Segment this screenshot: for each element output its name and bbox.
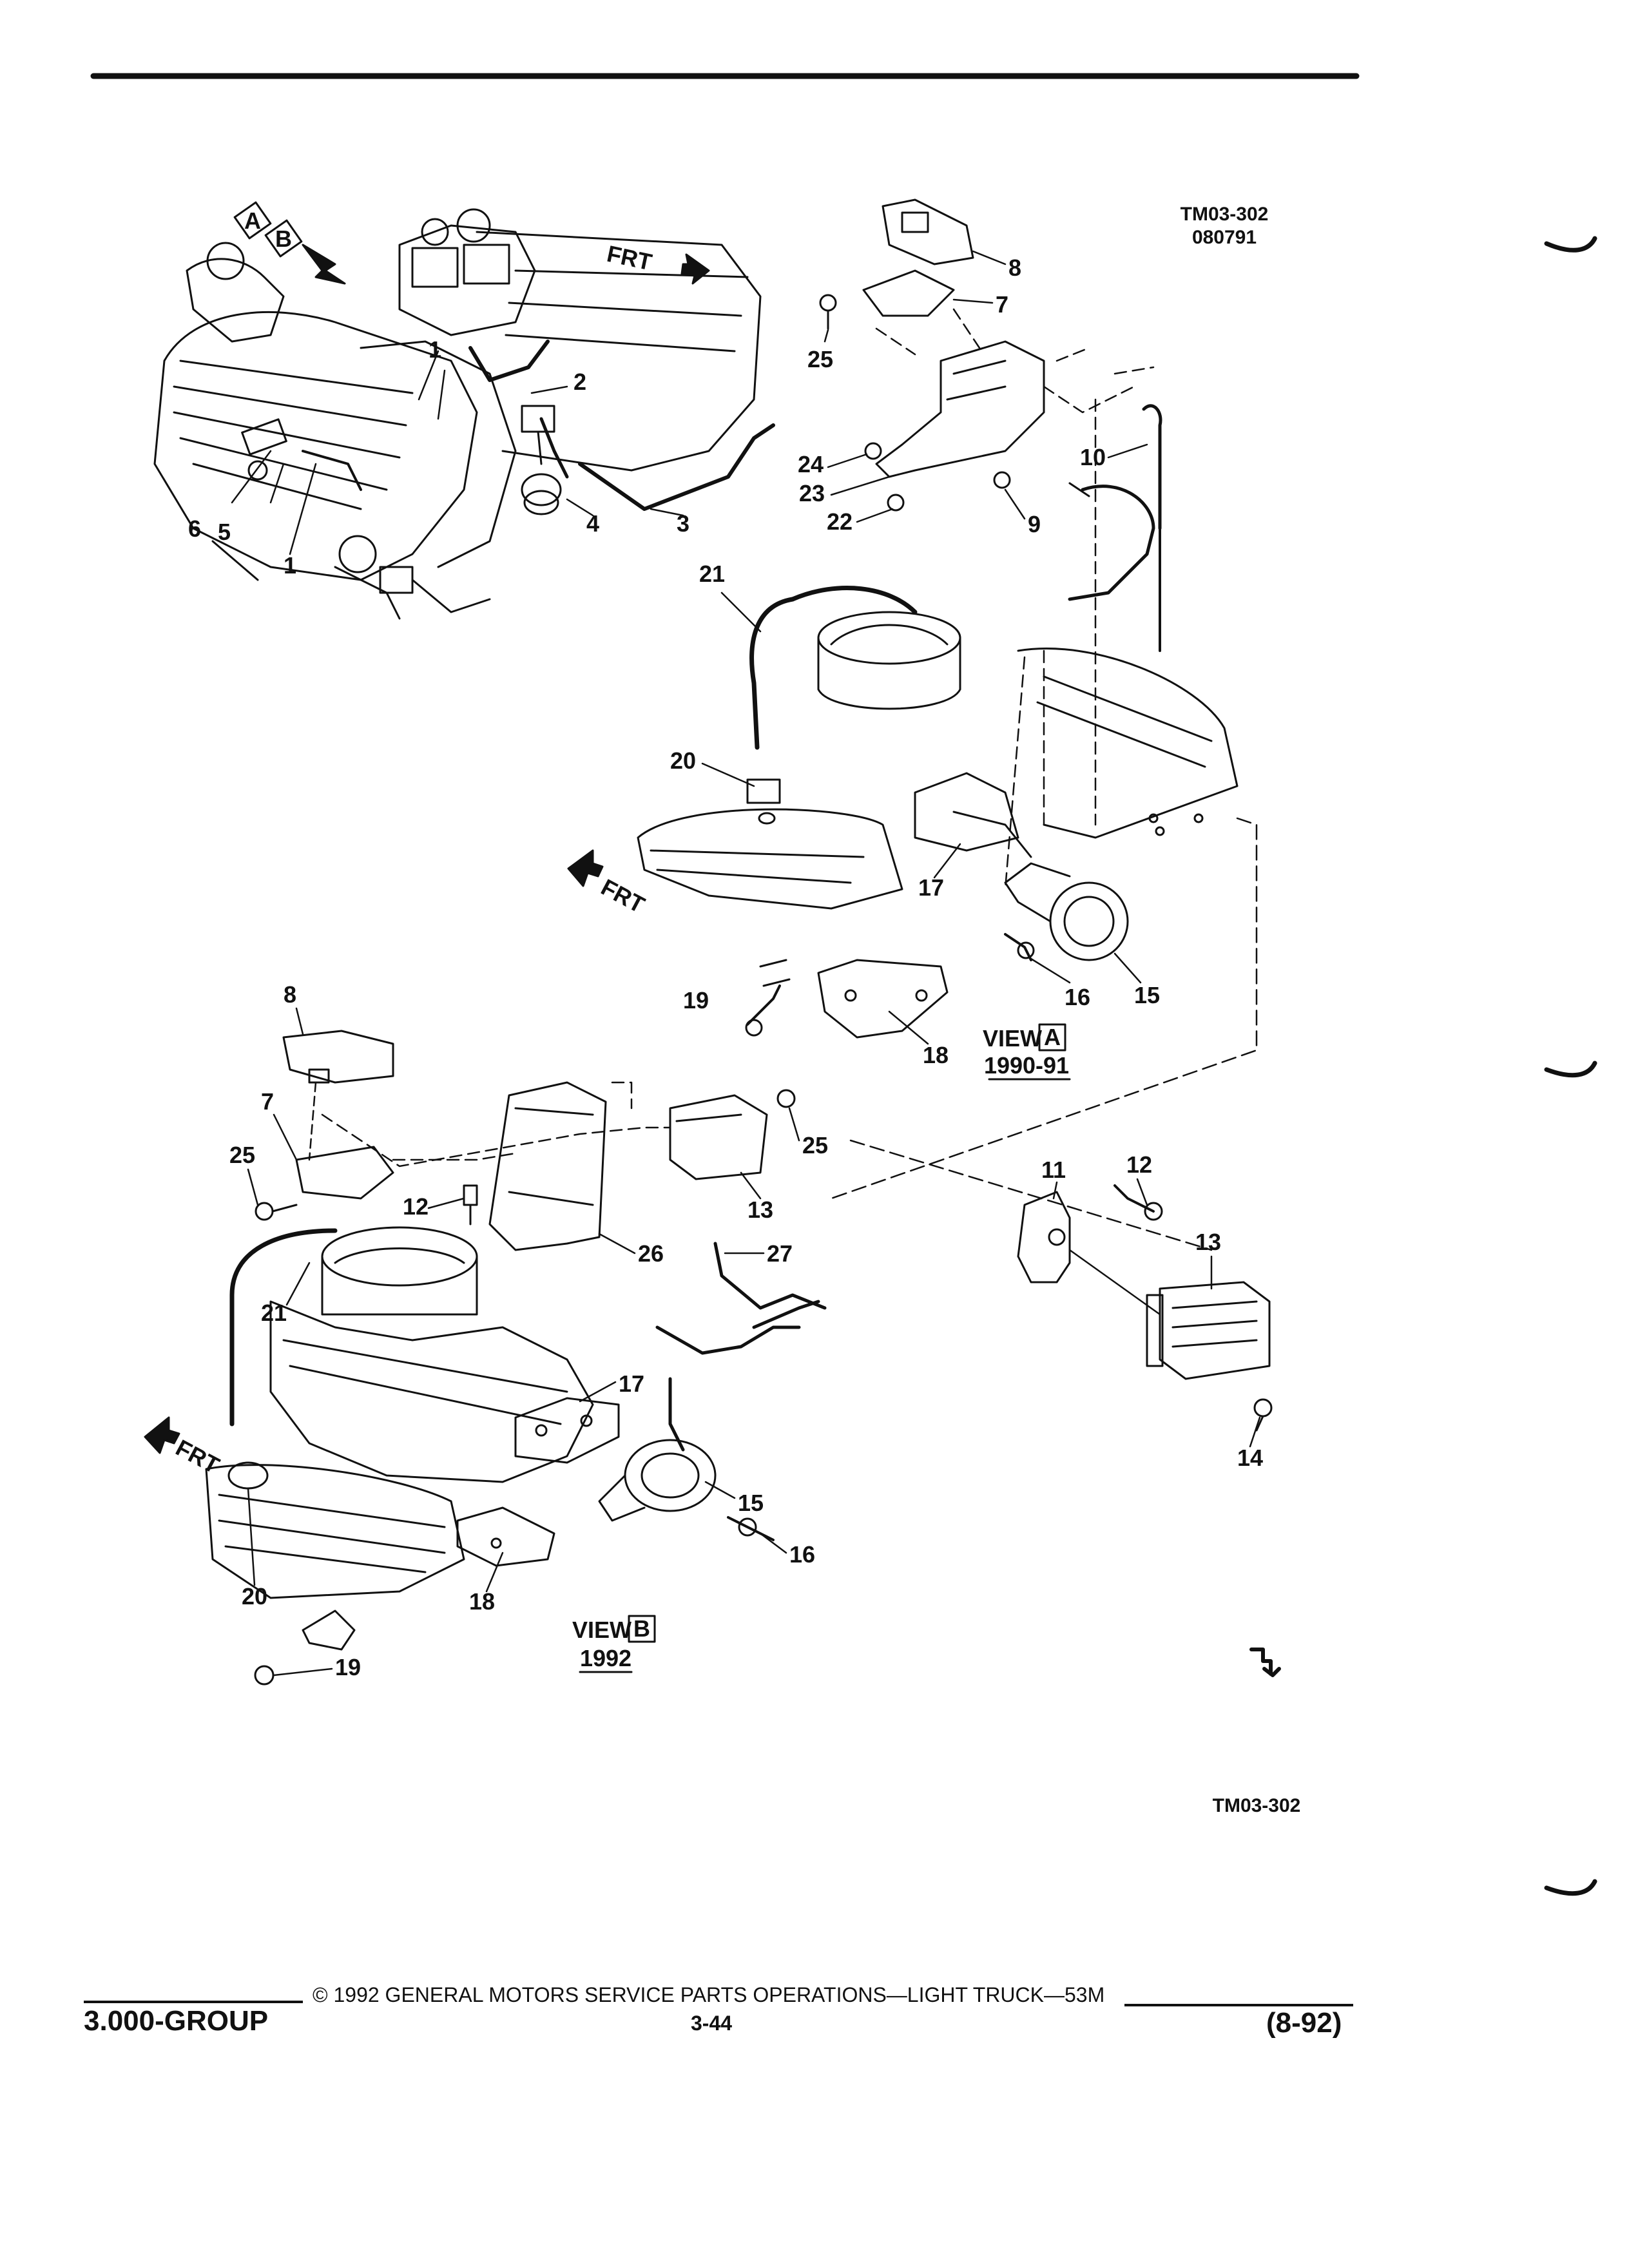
- callout-8: 8: [1008, 255, 1021, 281]
- bottom-code: TM03-302: [1213, 1795, 1301, 1816]
- callout-16-a: 16: [1065, 984, 1090, 1010]
- svg-text:B: B: [275, 226, 292, 252]
- callout-21-a: 21: [699, 561, 725, 587]
- callout-4: 4: [586, 510, 599, 537]
- footer-copyright: © 1992 GENERAL MOTORS SERVICE PARTS OPER…: [313, 1983, 1105, 2006]
- callout-25-b-right: 25: [802, 1132, 828, 1158]
- callout-17-b: 17: [619, 1370, 644, 1397]
- callout-27: 27: [767, 1240, 793, 1267]
- callout-16-b: 16: [789, 1541, 815, 1568]
- callout-6: 6: [188, 515, 201, 542]
- callout-3: 3: [677, 510, 689, 537]
- callout-23: 23: [799, 480, 825, 506]
- view-arrow-icon: [302, 244, 346, 285]
- callout-19-b: 19: [335, 1654, 361, 1680]
- callout-19-a: 19: [683, 987, 709, 1014]
- callout-20-a: 20: [670, 747, 696, 774]
- callout-7: 7: [996, 291, 1008, 318]
- callout-17-a: 17: [918, 874, 944, 901]
- binding-mark: [1544, 1879, 1597, 1896]
- callout-20-b: 20: [242, 1583, 267, 1610]
- footer-rule-left: [84, 2001, 303, 2003]
- callout-5: 5: [218, 519, 231, 545]
- callout-15-b: 15: [738, 1490, 764, 1516]
- frt-arrow-icon-view-b: [144, 1416, 180, 1454]
- callout-2: 2: [574, 369, 586, 395]
- footer-page-number: 3-44: [691, 2012, 733, 2035]
- callout-13: 13: [1195, 1229, 1221, 1255]
- module-assembly: [849, 1139, 1273, 1432]
- svg-text:FRT: FRT: [597, 874, 649, 918]
- callout-26: 26: [638, 1240, 664, 1267]
- callout-24: 24: [798, 451, 824, 477]
- svg-text:VIEW: VIEW: [983, 1025, 1042, 1052]
- callout-21-b: 21: [261, 1300, 287, 1326]
- upper-left-leaders: [231, 350, 684, 555]
- header-date-code: 080791: [1192, 227, 1257, 248]
- header-code: TM03-302: [1181, 204, 1269, 225]
- callout-14: 14: [1237, 1445, 1263, 1471]
- callout-15-a: 15: [1134, 982, 1160, 1008]
- view-b-label: VIEW B 1992: [572, 1615, 656, 1673]
- callout-11: 11: [1041, 1157, 1066, 1183]
- callout-1-lower: 1: [284, 552, 296, 579]
- callout-13-b: 13: [747, 1196, 773, 1223]
- svg-text:VIEW: VIEW: [572, 1617, 631, 1643]
- view-a-label: VIEW A 1990-91: [983, 1023, 1071, 1081]
- view-selector: A B: [233, 201, 346, 285]
- binding-mark: [1544, 1061, 1597, 1078]
- upper-right-assembly: [819, 198, 1162, 652]
- binding-mark: [1544, 236, 1597, 253]
- callout-25-top: 25: [807, 346, 833, 372]
- frt-arrow-icon: [680, 253, 710, 285]
- callout-9: 9: [1028, 511, 1041, 537]
- callout-8-b: 8: [284, 981, 296, 1008]
- svg-text:FRT: FRT: [171, 1434, 224, 1479]
- callout-12-b: 12: [403, 1193, 429, 1220]
- svg-text:B: B: [633, 1615, 650, 1642]
- callout-18-a: 18: [923, 1042, 949, 1068]
- callout-12: 12: [1126, 1151, 1152, 1178]
- svg-text:A: A: [1044, 1024, 1061, 1050]
- svg-text:1990-91: 1990-91: [984, 1052, 1069, 1079]
- svg-text:FRT: FRT: [604, 240, 654, 276]
- callout-leaders: [247, 250, 1261, 1677]
- frt-arrow-icon-view-a: [567, 849, 604, 887]
- svg-text:A: A: [244, 207, 261, 234]
- ca-mark-icon: [1249, 1648, 1281, 1677]
- callout-18-b: 18: [469, 1588, 495, 1615]
- footer-date: (8-92): [1266, 2007, 1342, 2039]
- footer-group: 3.000-GROUP: [84, 2005, 269, 2037]
- callouts: 1 2 3 4 6 5 1 8 7 25 24 23 22 9 10 21 20…: [188, 255, 1263, 1680]
- callout-1: 1: [429, 336, 441, 363]
- svg-text:1992: 1992: [580, 1645, 631, 1671]
- callout-22: 22: [827, 508, 853, 535]
- view-b-assembly: FRT: [144, 1030, 827, 1686]
- callout-25-b-left: 25: [229, 1142, 255, 1168]
- callout-7-b: 7: [261, 1088, 274, 1115]
- upper-engine-assembly: A B FRT: [153, 201, 775, 620]
- callout-10: 10: [1080, 444, 1106, 470]
- footer-rule-right: [1124, 2004, 1353, 2006]
